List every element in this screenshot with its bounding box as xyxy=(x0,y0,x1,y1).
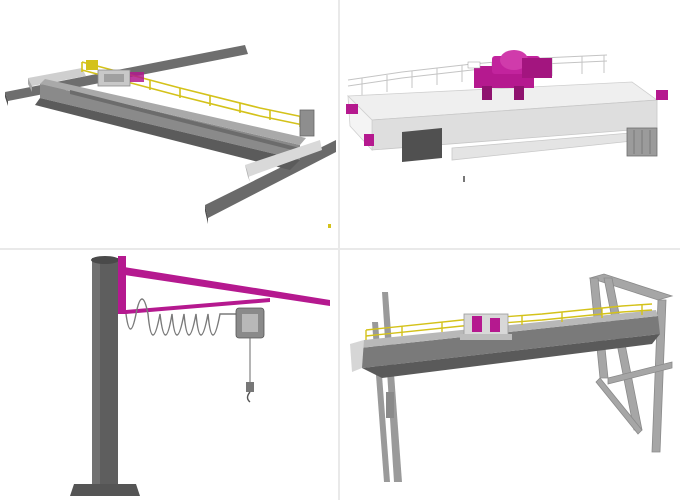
horizontal-divider xyxy=(0,248,680,250)
festoon-cable xyxy=(125,298,240,336)
control-cabinet xyxy=(299,109,315,137)
panel-single-girder-crane xyxy=(0,0,336,246)
pillar-base xyxy=(70,484,140,496)
main-girder xyxy=(40,84,300,160)
single-girder-crane-illustration xyxy=(5,45,336,228)
end-truck-wheels xyxy=(346,90,668,146)
gantry-leg-left xyxy=(372,292,402,482)
hoist-trolley xyxy=(86,60,144,87)
jib-hoist xyxy=(235,307,265,403)
jib-crane-illustration xyxy=(70,256,330,496)
panel-semi-gantry-crane xyxy=(342,252,680,500)
gantry-leg-right xyxy=(588,273,674,453)
panel-double-girder-crane xyxy=(342,0,680,246)
semi-gantry-crane-illustration xyxy=(350,273,674,482)
gantry-trolley xyxy=(460,313,512,340)
runway-beam-bottom xyxy=(205,140,336,218)
jib-arm xyxy=(118,256,330,314)
operator-cabin xyxy=(402,128,442,162)
panel-pillar-jib-crane xyxy=(0,252,336,500)
semi-gantry-girder xyxy=(360,316,660,368)
double-girder-crane-illustration xyxy=(346,50,668,182)
trolley-winch xyxy=(467,50,552,100)
vertical-divider xyxy=(338,0,340,500)
end-carriage-right xyxy=(245,140,322,177)
